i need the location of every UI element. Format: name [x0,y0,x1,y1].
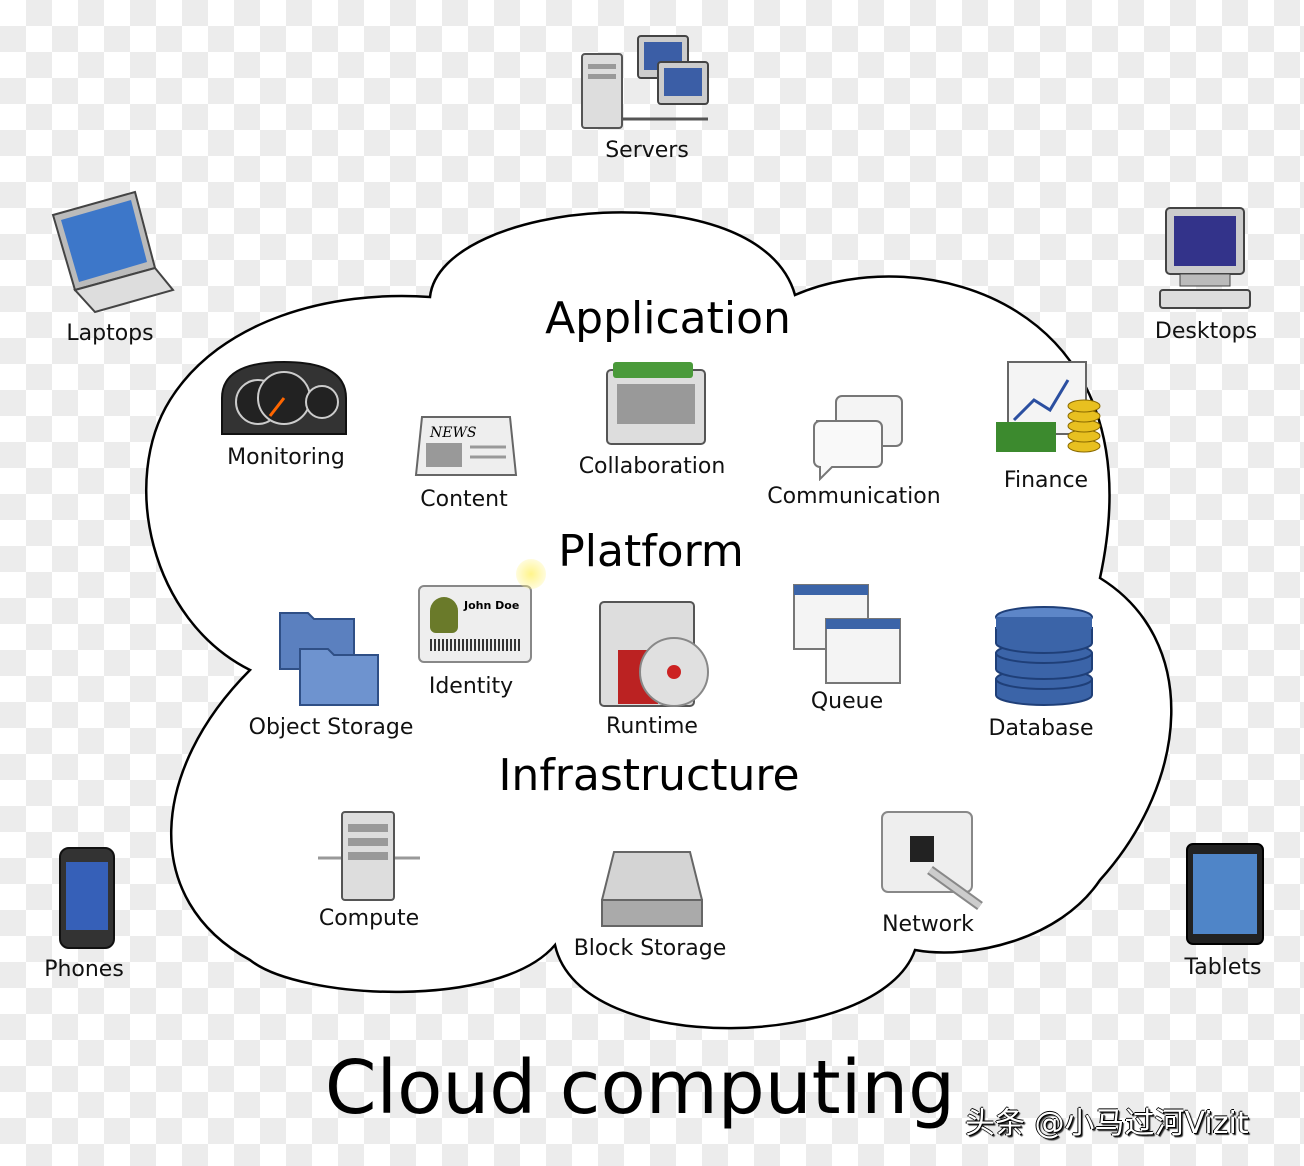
finance-icon [996,361,1101,453]
identity-label: Identity [428,674,514,699]
runtime-icon [599,601,709,707]
infrastructure-heading: Infrastructure [498,750,800,801]
block-storage-label: Block Storage [573,936,727,961]
desktops-label: Desktops [1154,319,1258,344]
id-card-name: John Doe [464,599,520,612]
network-label: Network [882,912,974,937]
compute-server-icon [318,811,420,901]
collaboration-label: Collaboration [578,454,726,479]
object-storage-label: Object Storage [248,715,414,740]
runtime-label: Runtime [606,714,698,739]
database-label: Database [988,716,1094,741]
compute-label: Compute [318,906,420,931]
finance-label: Finance [1003,468,1089,493]
avatar-icon [430,597,458,633]
monitoring-icon [221,360,347,435]
watermark: 头条 @小马过河Vizit [965,1106,1249,1141]
id-card-icon: John Doe [418,559,546,663]
application-heading: Application [545,293,791,344]
queue-label: Queue [810,689,884,714]
news-text: NEWS [429,425,476,441]
folders-icon [279,612,379,706]
phone-icon [59,847,115,949]
tablets-label: Tablets [1184,955,1262,980]
database-icon [995,606,1093,706]
servers-icon [581,35,709,129]
network-jack-icon [881,811,983,911]
news-icon: NEWS [414,416,518,476]
laptop-icon [51,190,175,314]
phones-label: Phones [44,957,124,982]
platform-heading: Platform [558,526,744,577]
queue-icon [793,584,901,684]
tablet-icon [1186,843,1264,945]
monitoring-label: Monitoring [227,445,345,470]
communication-label: Communication [767,484,941,509]
servers-label: Servers [605,138,689,163]
laptops-label: Laptops [66,321,154,346]
content-label: Content [420,487,508,512]
hard-drive-icon [601,851,703,927]
barcode-icon [430,639,520,651]
chat-bubbles-icon [813,395,903,481]
calendar-icon [606,362,706,445]
glow-icon [516,559,546,589]
diagram-title: Cloud computing [324,1045,956,1131]
desktop-icon [1159,207,1251,309]
